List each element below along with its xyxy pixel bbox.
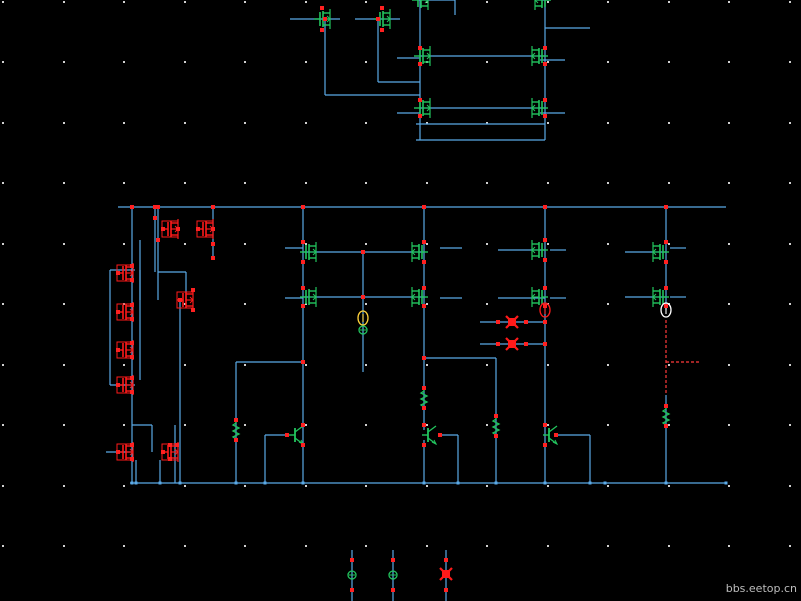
stage2-mos-1[interactable]	[531, 240, 548, 260]
bottom-sel[interactable]	[439, 567, 453, 581]
stage1-bjt-1[interactable]	[289, 425, 305, 446]
stage1-mos-2[interactable]	[411, 242, 428, 262]
stage1-mos-1[interactable]	[300, 242, 317, 262]
pins	[116, 6, 668, 592]
stage3-mos-2[interactable]	[652, 287, 669, 307]
stage1-node[interactable]	[358, 325, 368, 335]
watermark: bbs.eetop.cn	[725, 582, 797, 595]
stage1-bjt-2[interactable]	[422, 425, 438, 446]
bottom-src-1[interactable]	[347, 570, 357, 580]
stage3-mos-1[interactable]	[652, 242, 669, 262]
stage1-isrc[interactable]	[357, 310, 369, 326]
bottom-src-2[interactable]	[388, 570, 398, 580]
stage2-bjt[interactable]	[543, 425, 559, 446]
devices[interactable]	[116, 0, 672, 581]
stage1-mos-3[interactable]	[300, 287, 317, 307]
top-mos-6[interactable]	[531, 98, 548, 118]
top-mos-8[interactable]	[534, 0, 551, 10]
stage1-mos-4[interactable]	[411, 287, 428, 307]
stage2-sel-1[interactable]	[505, 315, 519, 329]
top-mos-3[interactable]	[414, 46, 431, 66]
top-mos-4[interactable]	[531, 46, 548, 66]
grid-dots	[2, 1, 791, 547]
top-mos-5[interactable]	[414, 98, 431, 118]
wires	[106, 0, 728, 601]
stage2-sel-2[interactable]	[505, 337, 519, 351]
top-mos-7[interactable]	[412, 0, 429, 10]
stage2-mos-2[interactable]	[531, 287, 548, 307]
